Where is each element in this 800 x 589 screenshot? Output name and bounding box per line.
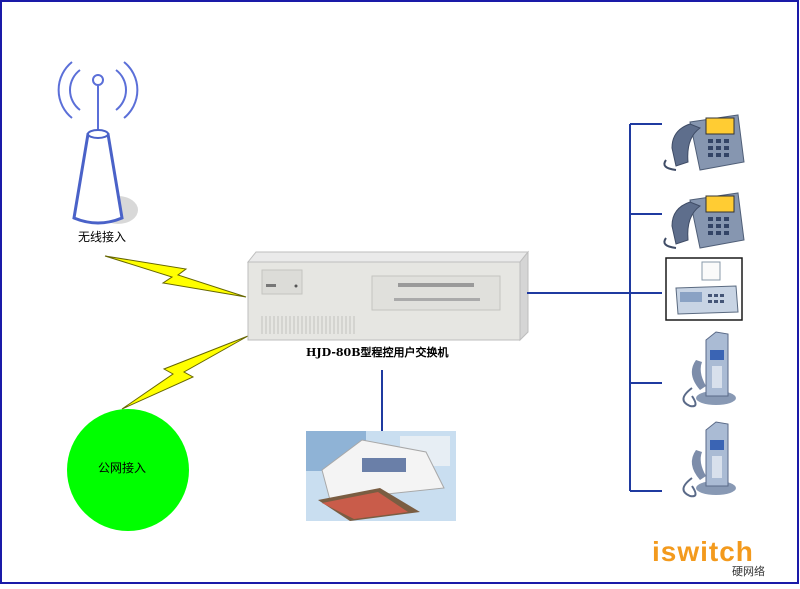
public-network-label: 公网接入 [98,461,147,475]
public-network-circle [67,409,189,531]
logo-subtitle: 硬网络 [732,565,765,578]
desk-phone-icon [663,114,745,171]
iswitch-logo: iswitch [652,536,754,567]
lightning-bolt-lower [121,335,249,410]
desk-phone-icon [663,192,745,249]
lightning-bolt-upper [104,255,247,298]
pbx-unit-icon [246,250,530,342]
printer-icon [306,431,456,521]
pbx-label: HJD-80B型程控用户交换机 [306,346,449,359]
fax-machine-icon [665,257,743,321]
antenna-icon [57,61,139,225]
cordless-phone-icon [682,331,736,408]
cordless-phone-icon [682,421,736,498]
wireless-label: 无线接入 [78,230,127,244]
